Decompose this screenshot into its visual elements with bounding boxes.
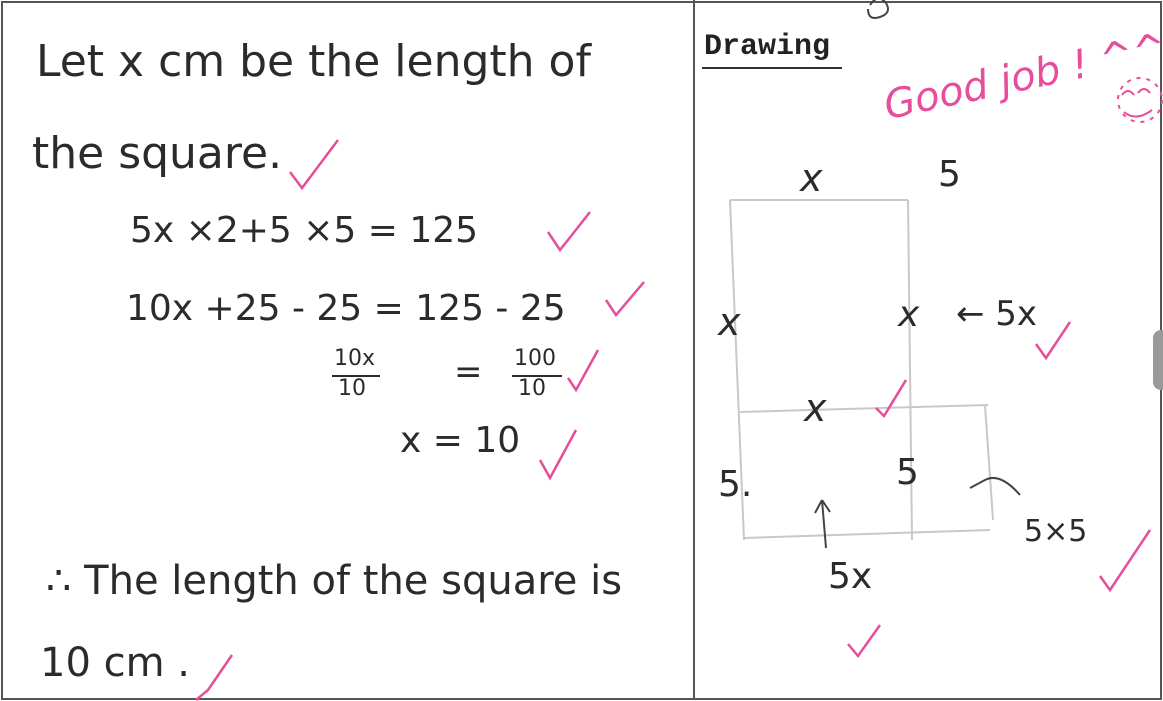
label-top-x: x bbox=[800, 156, 823, 200]
check-icon bbox=[289, 139, 339, 191]
label-left-5: 5. bbox=[718, 464, 753, 505]
eq3-left-denominator: 10 bbox=[338, 376, 366, 401]
check-icon bbox=[1034, 321, 1072, 361]
intro-line-1: Let x cm be the length of bbox=[36, 36, 591, 87]
eq3-right-denominator: 10 bbox=[518, 376, 546, 401]
eq3-left-numerator: 10x bbox=[334, 346, 376, 371]
drawing-arrows bbox=[814, 476, 1021, 549]
check-icon bbox=[604, 281, 645, 318]
check-marks bbox=[195, 139, 1152, 701]
equation-1: 5x ×2+5 ×5 = 125 bbox=[130, 210, 479, 251]
check-icon bbox=[566, 349, 600, 393]
equation-2: 10x +25 - 25 = 125 - 25 bbox=[126, 288, 566, 329]
scribble-icon bbox=[867, 0, 889, 19]
drawing-rectangle bbox=[729, 199, 994, 541]
conclusion-line-2: 10 cm . bbox=[40, 640, 190, 686]
eq3-right-numerator: 100 bbox=[514, 346, 556, 371]
conclusion-line-1: ∴ The length of the square is bbox=[46, 558, 623, 604]
check-icon bbox=[847, 624, 882, 659]
label-left-x: x bbox=[718, 300, 741, 344]
label-inner-x: x bbox=[804, 386, 827, 430]
label-inner-5: 5 bbox=[896, 452, 919, 493]
check-icon bbox=[875, 379, 908, 419]
label-right-x: x bbox=[898, 294, 920, 335]
check-icon bbox=[195, 654, 234, 701]
eq3-equals: = bbox=[454, 352, 483, 392]
label-arrow-5x: ← 5x bbox=[956, 294, 1038, 334]
check-icon bbox=[546, 211, 591, 253]
label-bottom-5x: 5x bbox=[828, 556, 873, 597]
check-icon bbox=[1098, 529, 1152, 593]
label-5x5: 5×5 bbox=[1024, 514, 1088, 549]
binder-tab bbox=[1153, 330, 1163, 390]
equation-4: x = 10 bbox=[400, 420, 521, 461]
intro-line-2: the square. bbox=[32, 128, 283, 179]
check-icon bbox=[538, 429, 578, 481]
fraction-bars bbox=[332, 375, 562, 377]
drawing-heading: Drawing bbox=[704, 30, 831, 64]
label-top-5: 5 bbox=[938, 154, 961, 195]
smiley-icon bbox=[1117, 77, 1163, 123]
